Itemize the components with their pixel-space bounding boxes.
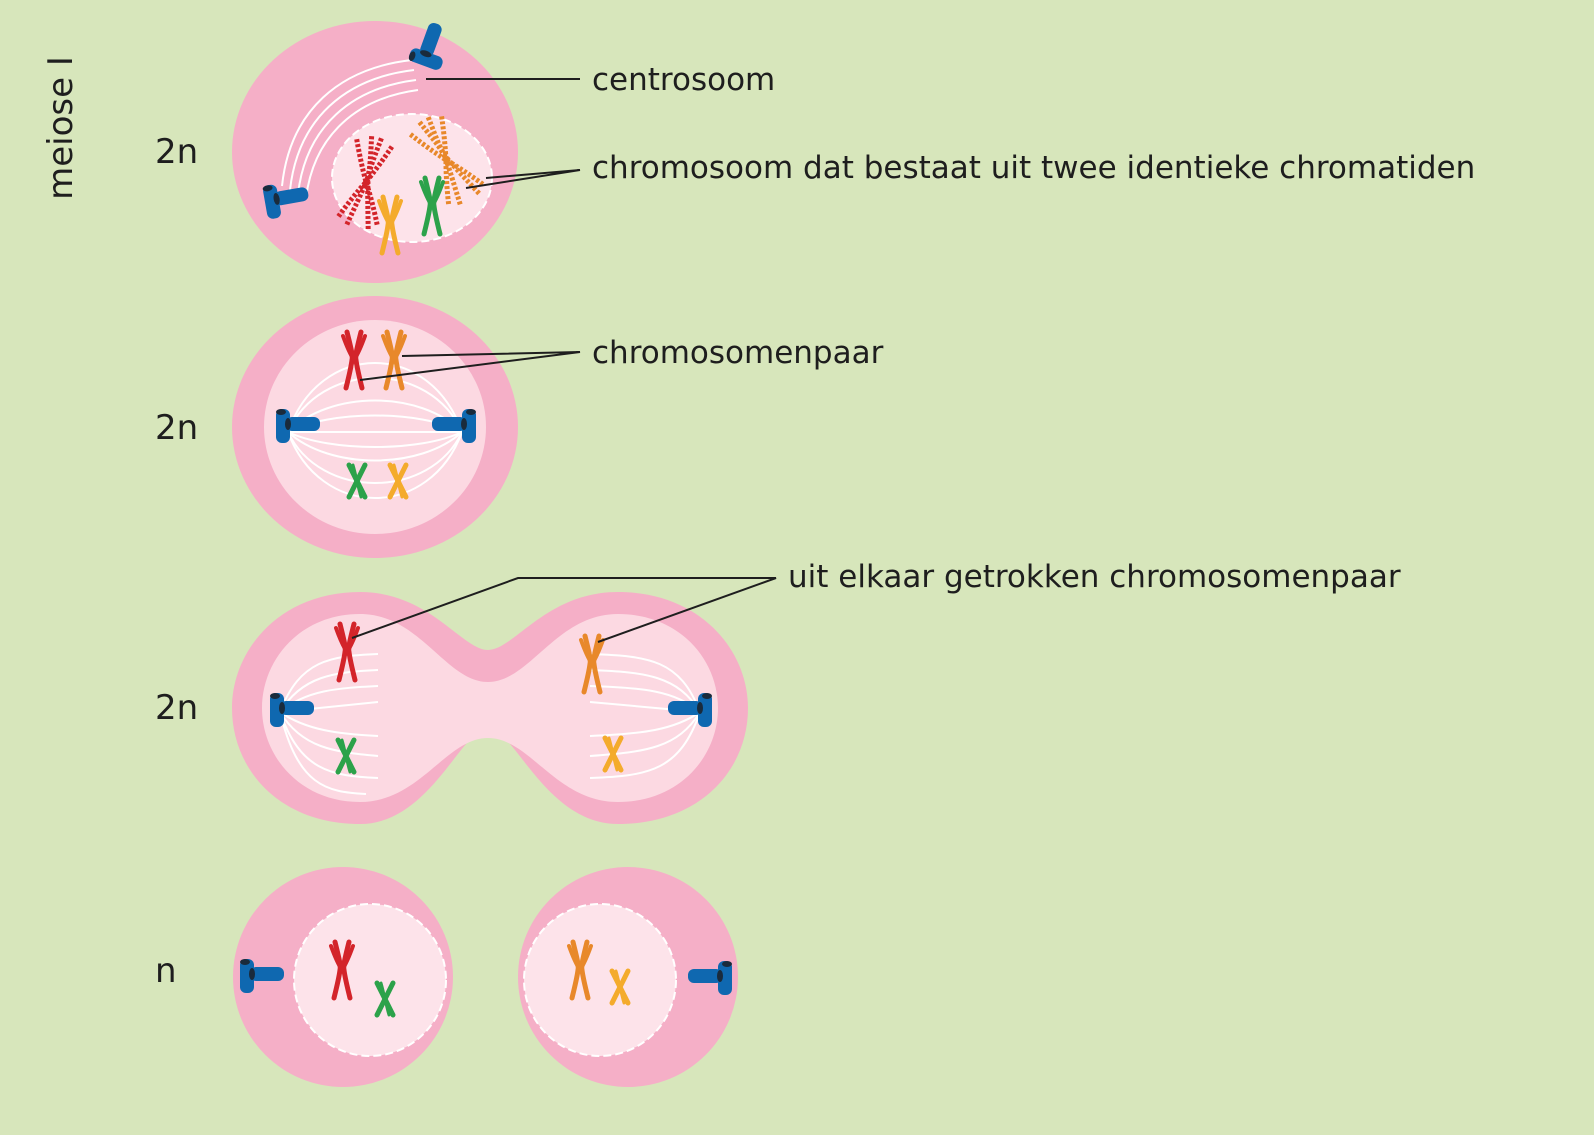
nucleus	[293, 903, 447, 1057]
side-title: meiose I	[41, 56, 81, 200]
leader-lines	[351, 78, 777, 643]
cytoplasm	[264, 320, 486, 534]
cell-anaphase	[232, 592, 748, 824]
spindle-fibers-right	[589, 653, 701, 779]
leader-separated-pair	[351, 577, 777, 643]
label-pair: chromosomenpaar	[592, 335, 884, 371]
label-separated-pair: uit elkaar getrokken chromosomenpaar	[788, 559, 1401, 595]
label-chromosome: chromosoom dat bestaat uit twee identiek…	[592, 150, 1475, 186]
cell-metaphase	[232, 296, 518, 558]
ploidy-label-1: 2n	[155, 132, 198, 172]
leader-chromosome	[465, 169, 581, 189]
label-centrosome: centrosoom	[592, 62, 775, 98]
ploidy-label-4: n	[155, 951, 177, 991]
cell-telophase-left	[233, 867, 453, 1087]
leader-pair	[359, 351, 581, 381]
cell-prophase	[232, 18, 518, 283]
cell-telophase-right	[518, 867, 738, 1087]
nucleus	[523, 903, 677, 1057]
ploidy-label-3: 2n	[155, 688, 198, 728]
spindle-fibers	[281, 59, 419, 199]
ploidy-label-2: 2n	[155, 408, 198, 448]
